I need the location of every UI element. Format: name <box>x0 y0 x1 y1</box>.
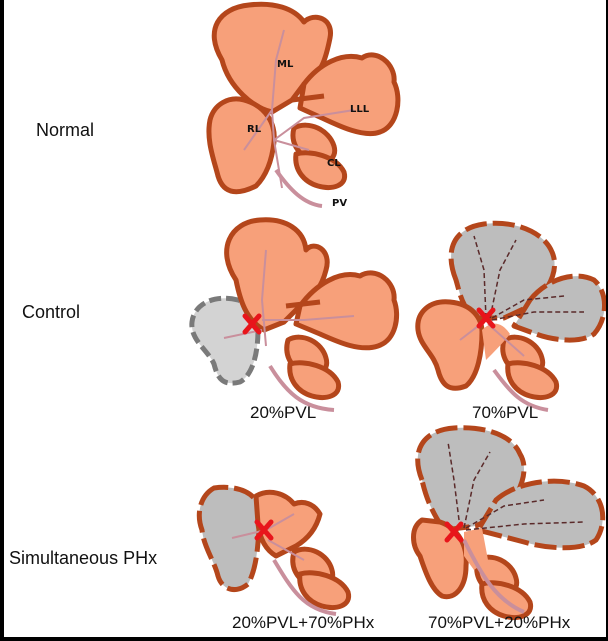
caption-phx-20pvl-70phx: 20%PVL+70%PHx <box>232 613 374 633</box>
phx-70pvl-20phx-liver <box>414 428 603 618</box>
label-lll: LLL <box>350 104 370 115</box>
caption-control-70pvl: 70%PVL <box>472 403 538 423</box>
normal-liver: ML LLL RL CL PV <box>209 4 398 209</box>
caption-control-20pvl: 20%PVL <box>250 403 316 423</box>
label-rl: RL <box>247 124 262 135</box>
control-20pvl-liver <box>192 220 397 410</box>
label-pv: PV <box>332 198 347 209</box>
label-ml: ML <box>277 59 294 70</box>
control-70pvl-liver <box>418 223 605 410</box>
caption-phx-70pvl-20phx: 70%PVL+20%PHx <box>428 613 570 633</box>
phx-20pvl-70phx-liver <box>199 487 348 614</box>
figure-panel: Normal Control Simultaneous PHx <box>4 0 606 637</box>
liver-diagrams: ML LLL RL CL PV <box>4 0 606 637</box>
label-cl: CL <box>327 158 341 169</box>
